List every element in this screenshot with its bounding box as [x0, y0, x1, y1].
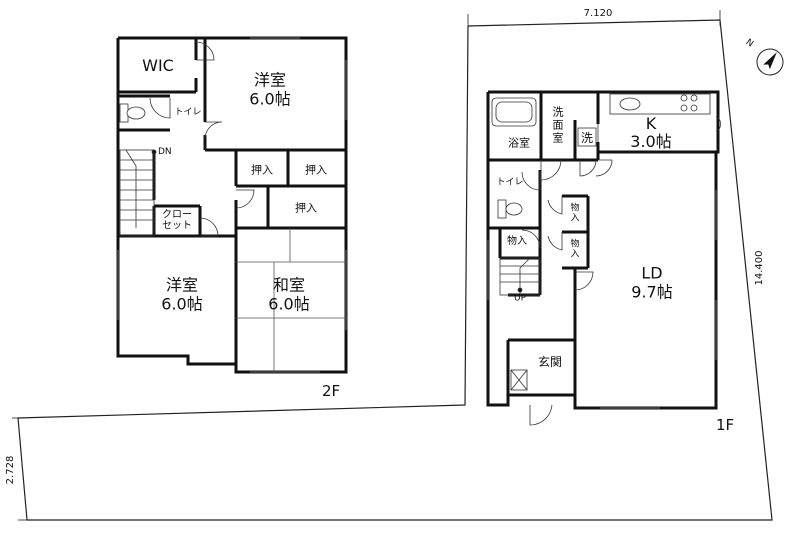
toilet-1f-label: トイレ [496, 177, 524, 188]
kitchen-size: 3.0帖 [630, 132, 672, 151]
ld-name: LD [641, 263, 663, 283]
oshiire-3-label: 押入 [295, 201, 317, 215]
compass-icon [756, 48, 784, 76]
laundry-label: 洗 [580, 131, 594, 145]
oshiire-1-label: 押入 [251, 163, 273, 177]
washroom-label-3: 室 [552, 131, 564, 145]
japanese-room-label: 和室 6.0帖 [268, 275, 310, 314]
ld-label: LD 9.7帖 [631, 263, 673, 302]
closet-label-line2: セット [162, 220, 192, 232]
storage-1-label: 物入 [507, 236, 527, 247]
entrance-label: 玄関 [537, 355, 563, 369]
western-room-a-name: 洋室 [253, 70, 287, 90]
storage-2-label: 物 入 [570, 203, 580, 224]
storage-2-line1: 物 [570, 203, 580, 214]
stairs-up-label: UP [513, 293, 527, 304]
floor2-windows [117, 37, 347, 373]
dimension-lines [12, 10, 721, 521]
floor1-stairs [499, 257, 541, 296]
bath-label: 浴室 [508, 136, 530, 150]
kitchen-label: K 3.0帖 [630, 116, 671, 150]
wic-label: WIC [142, 56, 174, 75]
floor1-windows [487, 190, 717, 409]
site-dim-right: 14.400 [754, 250, 765, 286]
storage-3-line1: 物 [570, 239, 580, 250]
storage-3-line2: 入 [570, 249, 580, 260]
floor2-label: 2F [322, 382, 341, 400]
kitchen-name: K [645, 114, 657, 133]
japanese-room-size: 6.0帖 [268, 294, 310, 314]
toilet-fixture-2f [119, 103, 146, 123]
site-dim-top: 7.120 [583, 8, 613, 19]
tatami-lines [236, 228, 346, 372]
washroom-label-2: 面 [552, 118, 564, 132]
storage-2-line2: 入 [570, 213, 580, 224]
entrance-box [510, 369, 528, 391]
washroom-label: 洗 面 室 [553, 107, 564, 144]
western-room-b-name: 洋室 [165, 275, 199, 295]
western-room-a-label: 洋室 6.0帖 [249, 70, 291, 109]
western-room-b-label: 洋室 6.0帖 [161, 275, 203, 314]
site-dim-left: 2.728 [5, 455, 16, 485]
washroom-label-1: 洗 [552, 105, 564, 119]
floor1-fixtures [491, 93, 711, 219]
western-room-b-size: 6.0帖 [161, 294, 203, 314]
western-room-a-size: 6.0帖 [249, 89, 291, 109]
stairs-dn-label: DN [158, 147, 172, 157]
closet-label-line1: クロー [162, 209, 192, 221]
floor1-label: 1F [716, 416, 735, 434]
toilet-2f-label: トイレ [174, 107, 202, 118]
closet-label: クロー セット [162, 209, 192, 232]
floor2-doors [149, 41, 255, 237]
ld-size: 9.7帖 [631, 282, 673, 302]
oshiire-2-label: 押入 [305, 163, 327, 177]
floor2-stairs [119, 149, 157, 237]
storage-3-label: 物 入 [570, 239, 580, 260]
floor1-doors [521, 117, 722, 426]
japanese-room-name: 和室 [272, 275, 306, 295]
